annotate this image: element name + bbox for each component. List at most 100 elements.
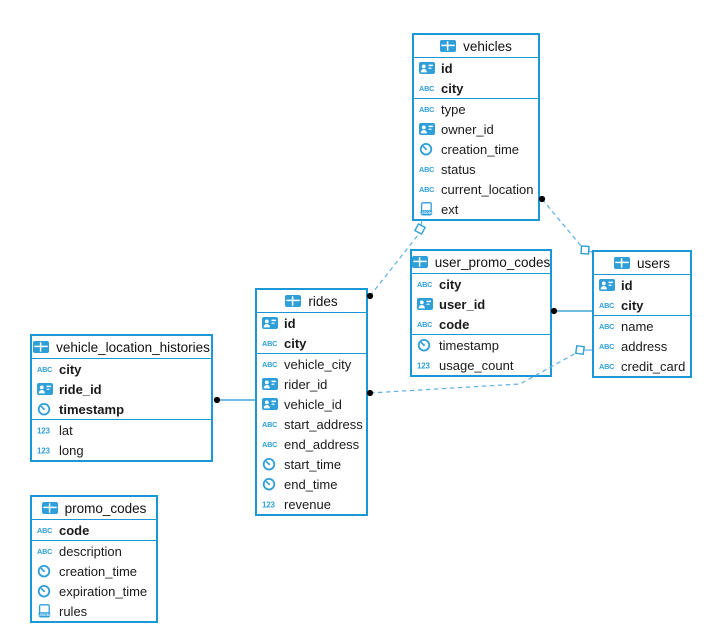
number-icon: 123 <box>37 425 55 435</box>
column-label: end_address <box>284 436 360 452</box>
text-icon: ABC <box>419 184 437 194</box>
text-icon: ABC <box>419 83 437 93</box>
many-end-marker <box>413 222 427 236</box>
svg-text:ABC: ABC <box>37 547 53 556</box>
text-icon: ABC <box>599 321 617 331</box>
svg-text:ABC: ABC <box>419 105 435 114</box>
time-icon <box>262 457 280 471</box>
column-creation_time[interactable]: creation_time <box>414 139 538 159</box>
column-label: owner_id <box>441 121 494 137</box>
column-timestamp[interactable]: timestamp <box>32 399 211 419</box>
text-icon: ABC <box>262 419 280 429</box>
time-icon <box>262 477 280 491</box>
number-icon: 123 <box>262 499 280 509</box>
key-section-divider <box>32 540 156 541</box>
column-label: current_location <box>441 181 534 197</box>
uuid-icon <box>419 62 437 74</box>
table-name: rides <box>308 293 338 309</box>
column-label: type <box>441 101 466 117</box>
column-user_id[interactable]: user_id <box>412 294 550 314</box>
table-name: users <box>636 255 670 271</box>
column-label: credit_card <box>621 358 686 374</box>
column-id[interactable]: id <box>594 275 690 295</box>
column-credit_card[interactable]: ABC credit_card <box>594 356 690 376</box>
text-icon: ABC <box>37 546 55 556</box>
column-id[interactable]: id <box>257 313 366 333</box>
uuid-icon <box>419 123 437 135</box>
column-end_time[interactable]: end_time <box>257 474 366 494</box>
number-icon: 123 <box>417 360 435 370</box>
column-type[interactable]: ABC type <box>414 99 538 119</box>
column-current_location[interactable]: ABC current_location <box>414 179 538 199</box>
column-vehicle_id[interactable]: vehicle_id <box>257 394 366 414</box>
text-icon: ABC <box>417 279 435 289</box>
uuid-icon <box>417 298 435 310</box>
text-icon: ABC <box>262 359 280 369</box>
text-icon: ABC <box>417 319 435 329</box>
uuid-icon <box>262 398 280 410</box>
column-label: status <box>441 161 476 177</box>
text-icon: ABC <box>599 361 617 371</box>
column-ext[interactable]: JSON ext <box>414 199 538 219</box>
column-rider_id[interactable]: rider_id <box>257 374 366 394</box>
key-section-divider <box>412 334 550 335</box>
column-expiration_time[interactable]: expiration_time <box>32 581 156 601</box>
column-label: rider_id <box>284 376 328 392</box>
table-icon <box>440 40 458 52</box>
column-code[interactable]: ABC code <box>412 314 550 334</box>
column-owner_id[interactable]: owner_id <box>414 119 538 139</box>
svg-text:ABC: ABC <box>262 420 278 429</box>
table-header-vehicle_location_histories[interactable]: vehicle_location_histories <box>32 336 211 359</box>
column-label: ext <box>441 201 459 217</box>
table-icon <box>33 341 51 353</box>
column-label: expiration_time <box>59 583 148 599</box>
column-ride_id[interactable]: ride_id <box>32 379 211 399</box>
json-icon: JSON <box>419 202 437 216</box>
relationship-vehicle_location_histories-rides <box>213 396 255 404</box>
table-header-vehicles[interactable]: vehicles <box>414 35 538 58</box>
one-end-dot <box>213 396 221 404</box>
column-label: long <box>59 442 84 458</box>
key-section-divider <box>594 315 690 316</box>
svg-text:123: 123 <box>37 446 50 455</box>
column-label: code <box>439 316 470 332</box>
json-icon: JSON <box>37 604 55 618</box>
column-id[interactable]: id <box>414 58 538 78</box>
table-header-promo_codes[interactable]: promo_codes <box>32 497 156 520</box>
table-header-rides[interactable]: rides <box>257 290 366 313</box>
column-start_time[interactable]: start_time <box>257 454 366 474</box>
column-long[interactable]: 123 long <box>32 440 211 460</box>
column-timestamp[interactable]: timestamp <box>412 335 550 355</box>
table-icon <box>41 502 60 514</box>
column-creation_time[interactable]: creation_time <box>32 561 156 581</box>
text-icon: ABC <box>419 104 437 114</box>
table-header-users[interactable]: users <box>594 252 690 275</box>
svg-text:ABC: ABC <box>417 320 433 329</box>
table-header-user_promo_codes[interactable]: user_promo_codes <box>411 251 550 274</box>
time-icon <box>37 402 55 416</box>
